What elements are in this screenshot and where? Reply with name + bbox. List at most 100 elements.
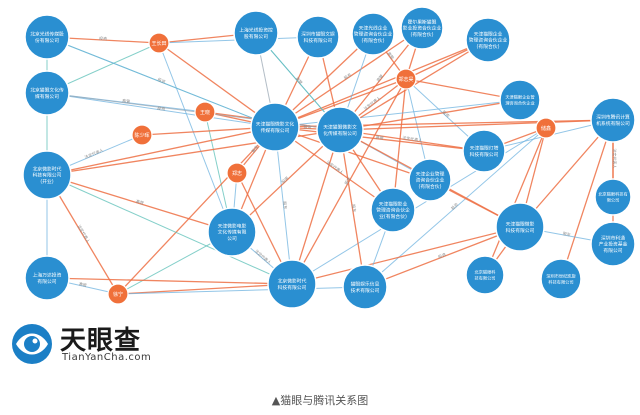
person-node-p6[interactable]: 郑志 <box>226 162 248 184</box>
company-circle[interactable] <box>250 102 300 152</box>
company-circle[interactable] <box>233 10 279 56</box>
company-circle[interactable] <box>495 202 545 252</box>
edge-label: 法定代表人 <box>402 134 423 143</box>
person-node-p7[interactable]: 徐宁 <box>107 283 129 305</box>
edge-label: 股东 <box>342 71 352 80</box>
person-circle[interactable] <box>148 32 170 54</box>
company-circle[interactable] <box>342 264 388 310</box>
company-circle[interactable] <box>465 255 505 295</box>
company-circle[interactable] <box>499 79 541 121</box>
person-circle[interactable] <box>535 117 557 139</box>
company-label: 理咨询合伙企业 <box>505 99 534 106</box>
company-circle[interactable] <box>594 178 632 216</box>
company-circle[interactable] <box>296 15 340 59</box>
company-label: 咨询合伙企业 <box>416 177 445 184</box>
logo-subtitle: TianYanCha.com <box>62 352 152 363</box>
company-circle[interactable] <box>370 187 416 233</box>
edge-c11-c16 <box>231 129 341 233</box>
company-circle[interactable] <box>408 158 452 202</box>
company-circle[interactable] <box>316 106 364 154</box>
company-label: 股有限公司 <box>244 33 268 40</box>
company-label: 深圳市腾讯计算 <box>596 114 630 121</box>
company-circle[interactable] <box>400 6 444 50</box>
person-node-p5[interactable]: 储鑫 <box>535 117 557 139</box>
person-node-p1[interactable]: 王长田 <box>148 32 170 54</box>
company-label: 上海光线投资控 <box>239 27 273 34</box>
edge-c11-c21 <box>291 129 341 285</box>
edge-label: 股东 <box>250 144 260 154</box>
edge-c1-c10 <box>46 36 276 128</box>
company-label: 天津企业管理 <box>416 170 445 177</box>
company-label: 深圳市世纪凯旋 <box>546 273 576 280</box>
company-label: 深圳市猫眼文娱 <box>301 31 335 38</box>
company-circle[interactable] <box>24 70 70 116</box>
edge-c11-c8 <box>339 99 521 131</box>
edge-label: 投资 <box>157 76 167 85</box>
company-circle[interactable] <box>351 12 395 56</box>
company-circle[interactable] <box>207 207 257 257</box>
edge-label: 高管 <box>295 75 305 85</box>
relationship-graph: 投资股东高管法定代表人投资股东高管法定代表人投资股东高管法定代表人投资股东高管法… <box>22 6 636 310</box>
edge-p7-c21 <box>117 283 293 295</box>
company-circle[interactable] <box>24 255 70 301</box>
person-node-p4[interactable]: 陈少晖 <box>131 124 153 146</box>
company-label: 科技有限公司 <box>278 284 307 291</box>
company-label: 管理咨询合伙企业 <box>469 37 508 44</box>
edge-label: 投资 <box>437 251 447 259</box>
edge-label: 高管 <box>135 198 144 206</box>
company-label: 霍尔果斯猫眼 <box>408 18 437 25</box>
company-circle[interactable] <box>462 129 506 173</box>
company-circle[interactable] <box>465 17 511 63</box>
person-circle[interactable] <box>194 101 216 123</box>
company-circle[interactable] <box>22 150 72 200</box>
person-circle[interactable] <box>131 124 153 146</box>
company-label: 上海万达投资 <box>33 272 62 279</box>
company-circle[interactable] <box>590 221 636 267</box>
person-label: 陈少晖 <box>134 132 149 139</box>
company-label: 有限公司 <box>603 247 622 254</box>
company-circle[interactable] <box>540 258 582 300</box>
company-circle[interactable] <box>590 97 636 143</box>
person-node-p2[interactable]: 郑志昊 <box>395 68 417 90</box>
company-label: 产业投资基金 <box>599 241 628 248</box>
company-circle[interactable] <box>24 14 70 60</box>
edge-label: 法定代表人 <box>362 94 381 111</box>
edge-label: 投资 <box>280 175 290 185</box>
company-label: 科技有限公司 <box>548 278 573 285</box>
person-circle[interactable] <box>226 162 248 184</box>
person-node-p3[interactable]: 王晓 <box>194 101 216 123</box>
company-label: 文化传媒有限 <box>218 229 247 236</box>
edge-c9-c23 <box>560 119 614 280</box>
tianyancha-eye-icon <box>12 324 52 364</box>
edge-p5-c19 <box>484 127 547 276</box>
person-circle[interactable] <box>107 283 129 305</box>
company-circle[interactable] <box>267 259 317 309</box>
edge-label: 高管 <box>375 134 384 141</box>
person-circle[interactable] <box>395 68 417 90</box>
edge-c10-c5 <box>274 27 423 128</box>
